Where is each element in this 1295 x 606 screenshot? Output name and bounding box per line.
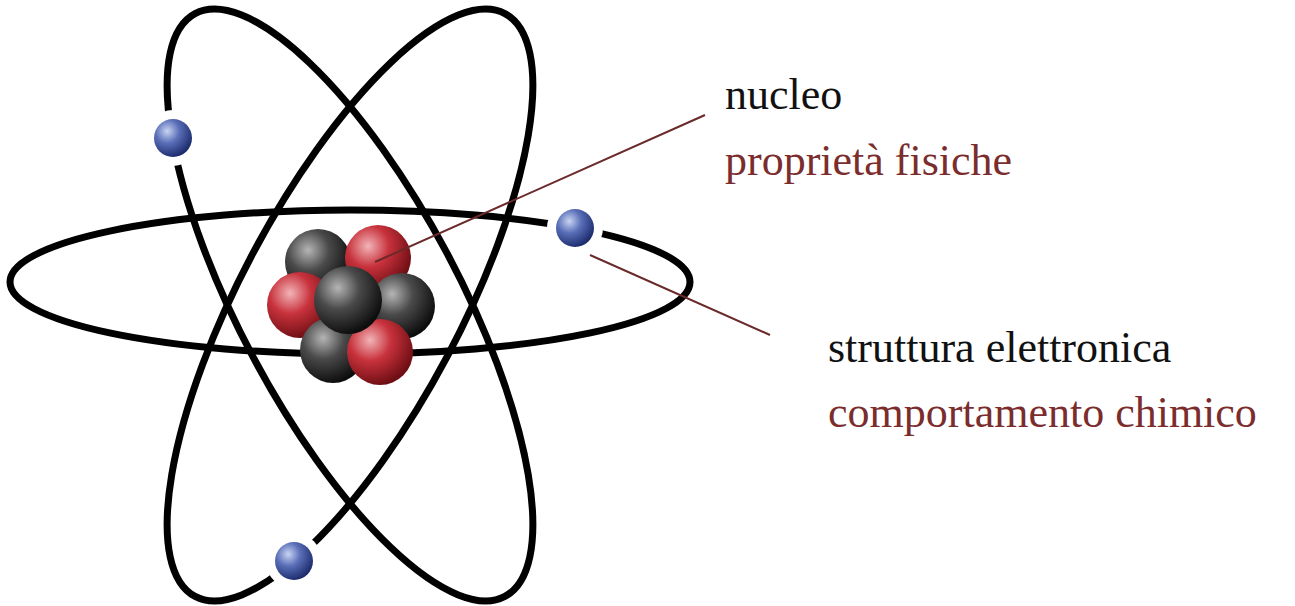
leader-line — [590, 255, 770, 335]
electron — [556, 209, 594, 247]
orbit-diagonal — [98, 0, 602, 606]
part-name: nucleo — [725, 69, 842, 122]
orbit-diagonal — [98, 0, 602, 606]
orbit-gap — [547, 200, 603, 256]
electron — [154, 119, 192, 157]
nucleus — [267, 225, 435, 385]
property-note: comportamento chimico — [828, 387, 1257, 440]
orbit-gap — [266, 533, 322, 589]
property-note: proprietà fisiche — [725, 135, 1012, 188]
orbit-gap — [145, 110, 201, 166]
orbit-gaps — [145, 110, 603, 589]
orbit-horizontal — [10, 210, 690, 354]
part-name: struttura elettronica — [828, 322, 1171, 375]
orbits — [10, 0, 690, 606]
neutron — [314, 266, 382, 334]
electrons — [154, 119, 594, 580]
leader-line — [375, 115, 705, 262]
electron — [275, 542, 313, 580]
leader-lines — [375, 115, 770, 335]
